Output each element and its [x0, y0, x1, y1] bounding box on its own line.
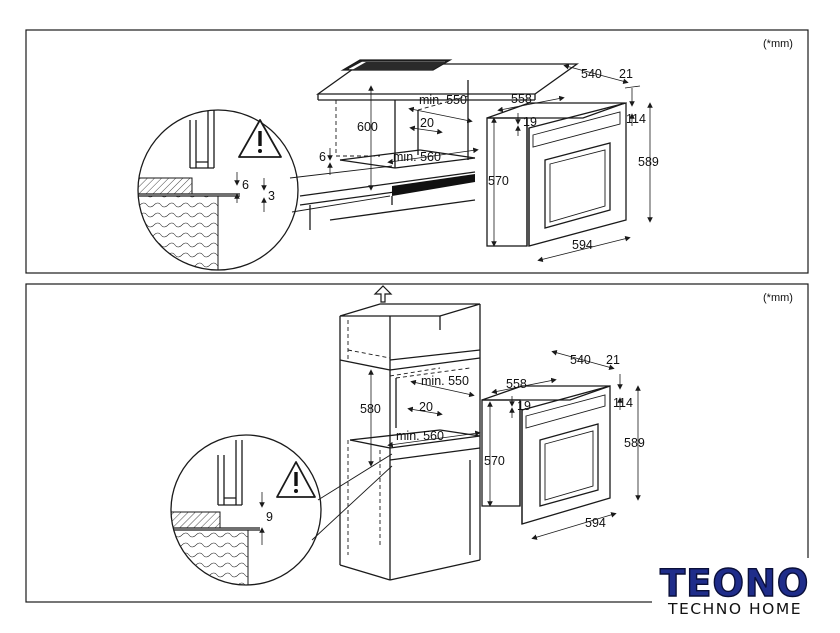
logo-tagline: TECHNO HOME [667, 600, 802, 618]
bottom-oven-dimensions: 540 21 558 19 114 589 570 594 [484, 350, 645, 540]
bottom-oven-top-offset: 114 [613, 396, 633, 410]
bottom-cabinet-min-width: min. 560 [396, 429, 444, 443]
bottom-unit-note: (*mm) [763, 292, 793, 304]
top-unit-note: (*mm) [763, 38, 793, 50]
bottom-cabinet-dimensions: 580 min. 550 20 min. 560 [360, 369, 481, 467]
bottom-oven-panel: 19 [517, 399, 531, 413]
top-detail-lower: 3 [268, 189, 275, 203]
top-panel: (*mm) [25, 29, 809, 274]
top-oven-panel: 19 [523, 115, 537, 129]
bottom-detail-gap: 9 [266, 510, 273, 524]
warning-icon [238, 119, 282, 158]
top-oven-total-height: 589 [638, 155, 659, 169]
top-oven-top-offset: 114 [626, 112, 646, 126]
top-oven-dimensions: 540 21 558 19 114 589 570 594 [488, 64, 659, 263]
top-oven-width: 594 [572, 238, 593, 252]
bottom-panel-frame [25, 283, 809, 603]
arrow-up-icon [373, 285, 393, 303]
top-oven-inner-depth: 558 [511, 92, 532, 106]
top-countertop [315, 59, 580, 101]
bottom-cabinet [339, 303, 481, 581]
top-cabinet-dimensions: 600 min. 550 20 min. 560 6 [319, 85, 479, 191]
bottom-oven-depth: 540 [570, 353, 591, 367]
top-cabinet-gap: 20 [420, 116, 434, 130]
bottom-oven-width: 594 [585, 516, 606, 530]
warning-icon [276, 461, 316, 498]
teono-logo: TEONO TECHNO HOME [652, 558, 840, 628]
bottom-oven-total-height: 589 [624, 436, 645, 450]
bottom-oven-front: 21 [606, 353, 620, 367]
bottom-cabinet-height: 580 [360, 402, 381, 416]
top-cabinet-step: 6 [319, 150, 326, 164]
top-cabinet-height: 600 [357, 120, 378, 134]
bottom-panel: (*mm) [25, 283, 809, 603]
top-cabinet-min-width: min. 560 [393, 150, 441, 164]
bottom-cabinet-min-depth: min. 550 [421, 374, 469, 388]
bottom-oven-body-height: 570 [484, 454, 505, 468]
bottom-oven-inner-depth: 558 [506, 377, 527, 391]
top-oven-body-height: 570 [488, 174, 509, 188]
top-detail-upper: 6 [242, 178, 249, 192]
bottom-cabinet-gap: 20 [419, 400, 433, 414]
top-cabinet-min-depth: min. 550 [419, 93, 467, 107]
top-oven-front: 21 [619, 67, 633, 81]
top-oven-depth: 540 [581, 67, 602, 81]
logo-brand: TEONO [660, 562, 809, 605]
